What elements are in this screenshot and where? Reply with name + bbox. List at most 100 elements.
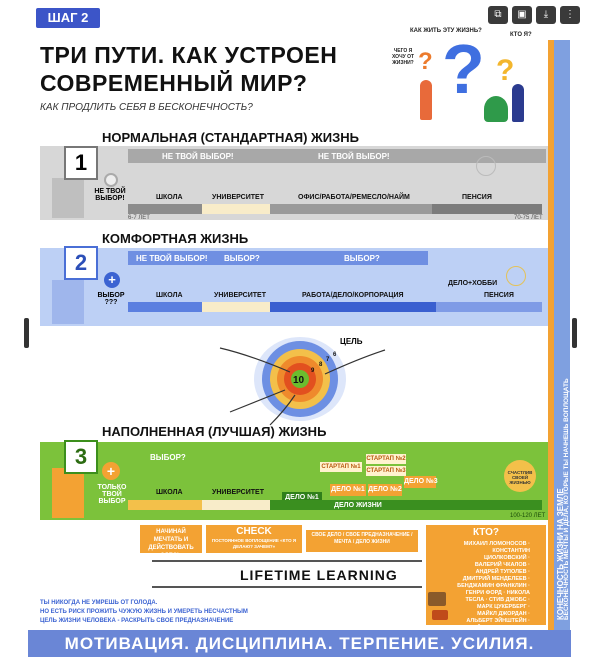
kto-list: МИХАИЛ ЛОМОНОСОВ · КОНСТАНТИН ЦИОЛКОВСКИ… — [457, 541, 530, 638]
arrow-left-top — [219, 347, 291, 373]
left-scroll-handle[interactable] — [24, 318, 29, 348]
section2-choice2: ВЫБОР? — [344, 254, 380, 263]
step-badge: ШАГ 2 — [36, 8, 100, 28]
vertical-side-bar: КОНЕЧНОСТЬ ЖИЗНИ НА ЗЕМЛЕ БЕСКОНЕЧНОСТЬ … — [548, 40, 570, 630]
section3-startup1: СТАРТАП №1 — [320, 462, 362, 472]
section1-timeline-school — [128, 204, 202, 214]
scan-icon[interactable]: ⧉ — [488, 6, 508, 24]
target-num-9: 9 — [311, 368, 315, 374]
section1-pension: ПЕНСИЯ — [462, 194, 492, 201]
target-ring-10 — [291, 370, 309, 388]
section2-left-strip — [52, 280, 84, 324]
section3-timeline-school — [128, 500, 202, 510]
target-diagram: 10 9 8 7 6 — [254, 337, 346, 421]
section2-pension: ПЕНСИЯ — [484, 292, 514, 299]
box-purpose: СВОЕ ДЕЛО / СВОЕ ПРЕДНАЗНАЧЕНИЕ / МЕЧТА … — [306, 530, 418, 552]
person-figure2-icon — [512, 84, 524, 122]
section1-left-label: НЕ ТВОЙ ВЫБОР! — [94, 188, 126, 202]
section2-sun-icon — [506, 266, 526, 286]
section1-sun-icon — [476, 156, 496, 176]
section3-plus-icon: + — [102, 462, 120, 480]
copy-icon[interactable]: ▣ — [512, 6, 532, 24]
section2-school: ШКОЛА — [156, 292, 183, 299]
section1-university: УНИВЕРСИТЕТ — [212, 194, 264, 201]
section3-left-label: ТОЛЬКО ТВОЙ ВЫБОР — [97, 484, 127, 505]
section3-deal3: ДЕЛО №3 — [404, 476, 438, 488]
target-num-10: 10 — [293, 375, 305, 386]
bubble-who-am-i: КТО Я? — [510, 32, 532, 38]
section2-choice1: ВЫБОР? — [224, 254, 260, 263]
section1-header-strip — [128, 149, 546, 163]
section2-header-strip — [128, 251, 428, 265]
section2-university: УНИВЕРСИТЕТ — [214, 292, 266, 299]
lifetime-arrow — [152, 560, 422, 562]
section1-office: ОФИС/РАБОТА/РЕМЕСЛО/НАЙМ — [298, 194, 410, 201]
bubble-how-to-live: КАК ЖИТЬ ЭТУ ЖИЗНЬ? — [410, 28, 482, 34]
question-mark-icon: ? — [442, 30, 485, 108]
arrow-left-bottom — [229, 389, 286, 413]
section2-timeline-school — [128, 302, 202, 312]
section3-school: ШКОЛА — [156, 489, 183, 496]
target-num-8: 8 — [319, 362, 323, 368]
kto-title: КТО? — [472, 527, 500, 538]
page-title-line2: СОВРЕМЕННЫЙ МИР? — [40, 70, 308, 96]
question-mark-orange-icon: ? — [418, 48, 433, 75]
more-icon[interactable]: ⋮ — [560, 6, 580, 24]
section3-startup2: СТАРТАП №2 — [366, 454, 406, 464]
note-line3: ЦЕЛЬ ЖИЗНИ ЧЕЛОВЕКА - РАСКРЫТЬ СВОЕ ПРЕД… — [40, 618, 234, 624]
section3-life-work: ДЕЛО ЖИЗНИ — [334, 502, 382, 509]
section2-heading: КОМФОРТНАЯ ЖИЗНЬ — [102, 231, 249, 246]
image-toolbar: ⧉ ▣ ⤓ ⋮ — [488, 6, 580, 24]
section2-timeline-work — [270, 302, 436, 312]
section3-startup3: СТАРТАП №3 — [366, 466, 406, 476]
section3-age-end: 100-120 ЛЕТ — [510, 513, 546, 519]
plant-icon — [484, 96, 508, 122]
section2-hobby: ДЕЛО+ХОББИ — [448, 280, 498, 287]
check-subtitle: ПОСТОЯННОЕ ВОПЛОЩЕНИЕ «КТО Я ДЕЛАЮ? ЗАЧЕ… — [211, 538, 297, 549]
section1-not-choice-a: НЕ ТВОЙ ВЫБОР! — [162, 152, 234, 161]
target-num-7: 7 — [326, 357, 330, 363]
target-num-6: 6 — [333, 352, 337, 358]
section1-timeline-university — [202, 204, 270, 214]
section1-school: ШКОЛА — [156, 194, 183, 201]
section1-timeline-pension — [432, 204, 542, 214]
target-arrows — [219, 347, 386, 426]
section3-heading: НАПОЛНЕННАЯ (ЛУЧШАЯ) ЖИЗНЬ — [102, 424, 327, 439]
question-mark-small-icon: ? — [496, 54, 515, 87]
lifetime-learning: LIFETIME LEARNING — [240, 567, 398, 583]
question-illustration: КАК ЖИТЬ ЭТУ ЖИЗНЬ? ЧЕГО Я ХОЧУ ОТ ЖИЗНИ… — [392, 28, 538, 123]
page-subtitle: КАК ПРОДЛИТЬ СЕБЯ В БЕСКОНЕЧНОСТЬ? — [40, 102, 253, 113]
kto-box: КТО? МИХАИЛ ЛОМОНОСОВ · КОНСТАНТИН ЦИОЛК… — [426, 525, 546, 638]
section3-university: УНИВЕРСИТЕТ — [212, 489, 264, 496]
vertical-orange-strip — [548, 40, 554, 630]
inventor-icon — [428, 592, 446, 606]
section2-number: 2 — [64, 246, 98, 280]
footer-banner: МОТИВАЦИЯ. ДИСЦИПЛИНА. ТЕРПЕНИЕ. УСИЛИЯ. — [28, 630, 571, 657]
section1-heading: НОРМАЛЬНАЯ (СТАНДАРТНАЯ) ЖИЗНЬ — [102, 130, 359, 145]
page-title-line1: ТРИ ПУТИ. КАК УСТРОЕН — [40, 42, 338, 68]
person-figure-icon — [420, 80, 432, 120]
section2-not-choice: НЕ ТВОЙ ВЫБОР! — [136, 254, 208, 263]
section3-timeline-university — [202, 500, 270, 510]
section1-not-choice-b: НЕ ТВОЙ ВЫБОР! — [318, 152, 390, 161]
section1-age-end: 70-75 ЛЕТ — [514, 215, 543, 221]
section3-left-strip — [52, 468, 84, 518]
section2-timeline-pension — [436, 302, 542, 312]
section1-clock-icon — [104, 173, 118, 187]
box-start-here: НАЧИНАЙ МЕЧТАТЬ И ДЕЙСТВОВАТЬ ЗДЕСЬ — [140, 525, 202, 559]
note-line2: НО ЕСТЬ РИСК ПРОЖИТЬ ЧУЖУЮ ЖИЗНЬ И УМЕРЕ… — [40, 609, 248, 615]
box-check: CHECK ПОСТОЯННОЕ ВОПЛОЩЕНИЕ «КТО Я ДЕЛАЮ… — [206, 525, 302, 553]
section3-number: 3 — [64, 440, 98, 474]
right-scroll-handle[interactable] — [572, 318, 577, 348]
lifetime-arrow-bottom — [152, 586, 422, 588]
section3-deal2: ДЕЛО №2 — [368, 484, 402, 496]
section3-timeline-life — [270, 500, 542, 510]
note-line1: ТЫ НИКОГДА НЕ УМРЕШЬ ОТ ГОЛОДА. — [40, 600, 158, 606]
section2-timeline-university — [202, 302, 270, 312]
download-icon[interactable]: ⤓ — [536, 6, 556, 24]
target-label: ЦЕЛЬ — [340, 337, 363, 346]
arrow-right-top — [324, 349, 386, 375]
section3-deal1b: ДЕЛО №1 — [330, 484, 366, 496]
section2-plus-icon: + — [104, 272, 120, 288]
